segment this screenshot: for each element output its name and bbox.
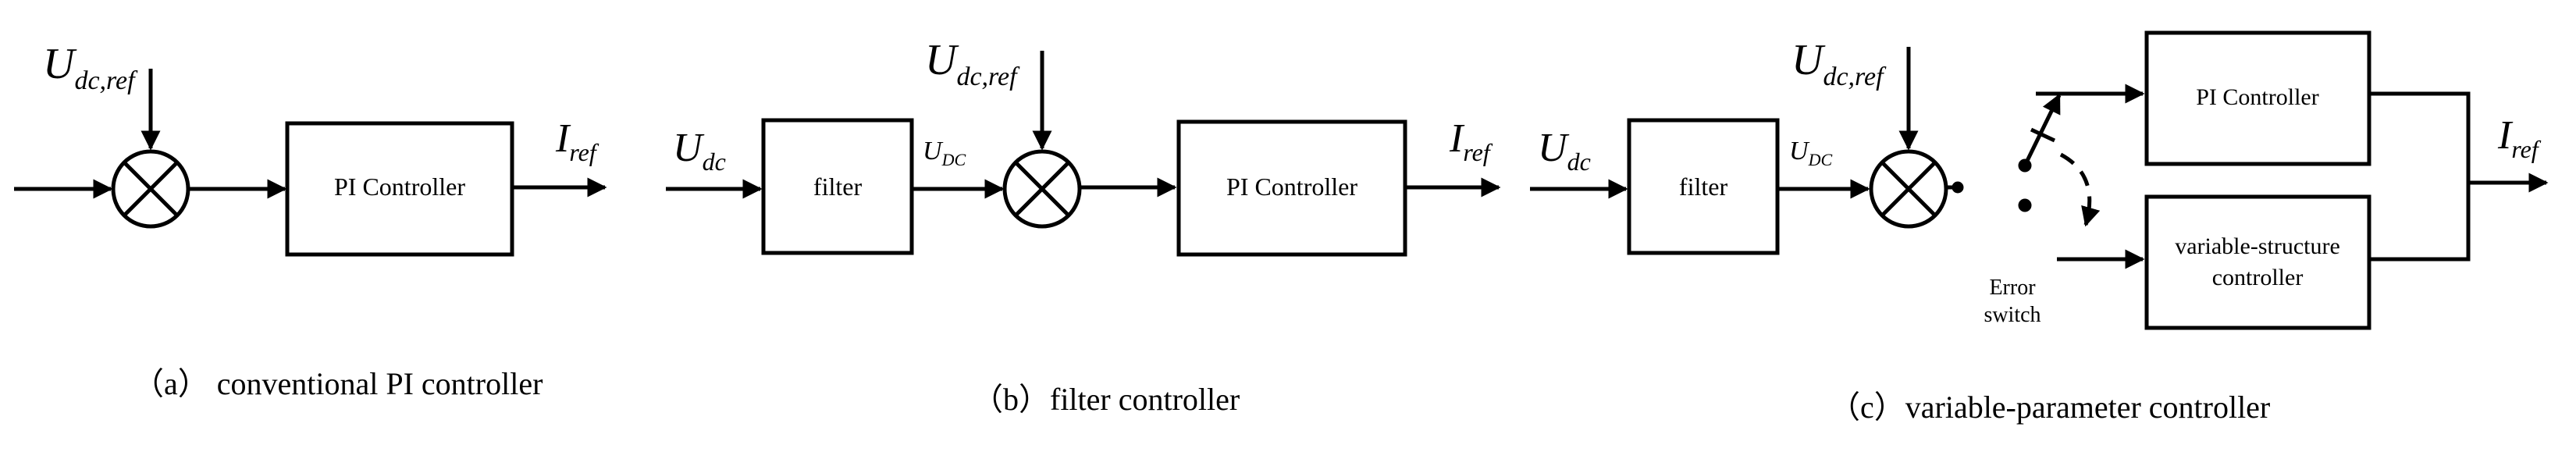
- panel-c-vs-controller-label-line1: variable-structure: [2175, 233, 2340, 259]
- panel-b-filter-block: [761, 118, 914, 255]
- panel-c-switch-label-line1: Error: [1989, 276, 2036, 300]
- panel-c-variable-parameter-controller: [1530, 30, 2549, 330]
- panel-b-filtered-signal-label: UDC: [923, 137, 966, 169]
- panel-b-output-label: Iref: [1449, 116, 1493, 166]
- panel-a-ref-label: Udc,ref: [43, 40, 138, 95]
- panel-c-switch-crossbar: [2030, 127, 2056, 143]
- panel-c-filtered-signal-label: UDC: [1789, 137, 1832, 169]
- panel-c-filter-block: [1627, 118, 1780, 255]
- panel-c-switch-blade: [2023, 93, 2062, 167]
- panel-c-switch-input-node: [1952, 181, 1964, 194]
- panel-c-caption: （c）variable-parameter controller: [1829, 390, 2270, 425]
- panel-c-ref-label: Udc,ref: [1791, 36, 1887, 91]
- panel-b-filter-controller: [666, 51, 1501, 257]
- panel-a-output-label: Iref: [555, 116, 600, 166]
- panel-c-vs-controller-label-line2: controller: [2212, 265, 2304, 290]
- panel-b-summing-junction: [1002, 149, 1082, 229]
- panel-a-caption: （a） conventional PI controller: [133, 366, 543, 401]
- panel-c-pi-controller-block: [2144, 30, 2371, 166]
- panel-b-input-label: Udc: [673, 126, 726, 176]
- panel-c-output-label: Iref: [2497, 113, 2542, 163]
- panel-a-summing-junction: [111, 149, 190, 229]
- panel-b-caption: （b）filter controller: [972, 382, 1240, 417]
- panel-b-controller-label: PI Controller: [1226, 173, 1357, 201]
- panel-c-switch-dashed-arc: [2059, 152, 2101, 227]
- panel-c-vs-controller-block: [2144, 194, 2371, 330]
- panel-c-input-label: Udc: [1538, 126, 1591, 176]
- panel-c-switch-contact-lower: [2018, 198, 2032, 212]
- panel-a-conventional-pi: [14, 69, 607, 257]
- panel-c-switch-label-line2: switch: [1984, 303, 2041, 327]
- panel-c-pi-output-line: [2369, 91, 2471, 262]
- panel-b-filter-label: filter: [813, 173, 863, 201]
- panel-b-ref-label: Udc,ref: [925, 36, 1020, 91]
- panel-a-controller-label: PI Controller: [334, 173, 465, 201]
- panel-c-filter-label: filter: [1679, 173, 1728, 201]
- panel-c-pi-controller-label: PI Controller: [2196, 84, 2319, 110]
- panel-c-summing-junction: [1869, 149, 1948, 229]
